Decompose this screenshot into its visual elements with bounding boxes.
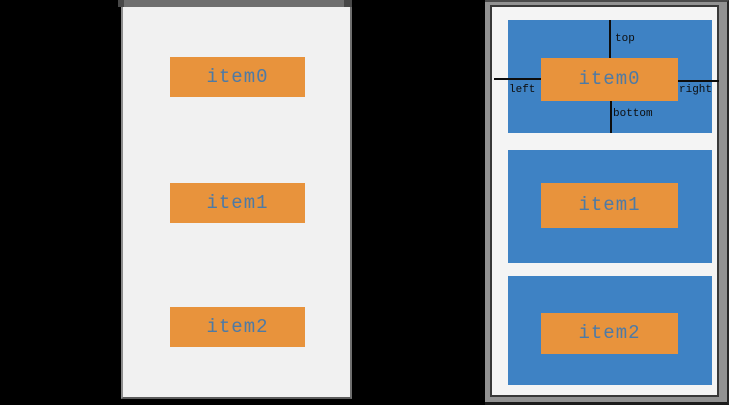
scrollbar-left-cap <box>118 0 124 7</box>
left-window-scrollbar[interactable] <box>118 0 352 7</box>
margin-top-line <box>609 20 611 58</box>
margin-right-line <box>678 80 719 82</box>
margin-bottom-line <box>610 101 612 133</box>
right-list-item-0[interactable]: item0 <box>541 58 678 101</box>
margin-bottom-label: bottom <box>613 108 653 120</box>
right-list-item-1[interactable]: item1 <box>541 183 678 228</box>
left-list-item-1[interactable]: item1 <box>170 183 305 223</box>
scrollbar-right-cap <box>344 0 352 7</box>
margin-left-label: left <box>509 84 536 96</box>
margin-right-label: right <box>679 84 713 96</box>
margin-top-label: top <box>615 33 635 45</box>
left-list-item-0[interactable]: item0 <box>170 57 305 97</box>
right-list-item-2[interactable]: item2 <box>541 313 678 354</box>
margin-left-line <box>494 78 541 80</box>
left-list-item-2[interactable]: item2 <box>170 307 305 347</box>
